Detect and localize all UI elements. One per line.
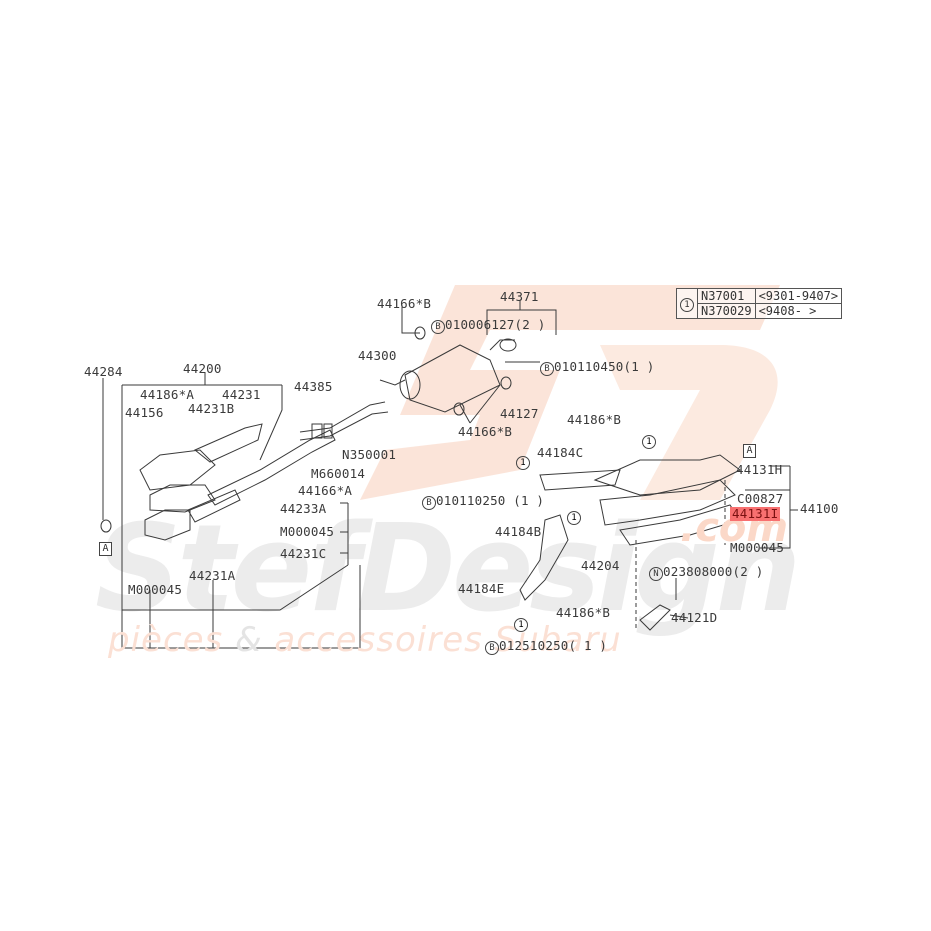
ref-box-a-left: A: [99, 542, 112, 556]
part-label-n350001[interactable]: N350001: [342, 447, 397, 462]
nut-n-icon: N: [649, 567, 663, 581]
bolt-b-icon: B: [540, 362, 554, 376]
notes-part: N370029: [697, 303, 756, 319]
part-label-44231b[interactable]: 44231B: [188, 401, 235, 416]
part-label-44127[interactable]: 44127: [500, 406, 539, 421]
watermark-slogan-left: pièces: [108, 620, 224, 660]
part-label-44233a[interactable]: 44233A: [280, 501, 327, 516]
part-label-44385[interactable]: 44385: [294, 379, 333, 394]
note-marker-1: 1: [514, 618, 528, 632]
notes-range: <9301-9407>: [754, 288, 843, 304]
part-label-44131i-highlighted[interactable]: 44131I: [730, 506, 781, 521]
watermark-slogan: pièces & accessoires Subaru: [108, 620, 622, 660]
part-label-m000045-left1[interactable]: M000045: [280, 524, 335, 539]
notes-row: N370029 <9408- >: [677, 303, 843, 319]
part-label-44204[interactable]: 44204: [581, 558, 620, 573]
notes-part: N37001: [697, 288, 756, 304]
bolt-b-icon: B: [485, 641, 499, 655]
part-label-m660014[interactable]: M660014: [311, 466, 366, 481]
part-label-44231[interactable]: 44231: [222, 387, 261, 402]
notes-row: 1 N37001 <9301-9407>: [676, 288, 843, 319]
part-label-44231c[interactable]: 44231C: [280, 546, 327, 561]
part-label-44100[interactable]: 44100: [800, 501, 839, 516]
ref-box-a-right: A: [743, 444, 756, 458]
part-label-m000045-left2[interactable]: M000045: [128, 582, 183, 597]
watermark-slogan-amp: &: [235, 620, 263, 660]
part-label-m000045-right[interactable]: M000045: [730, 540, 785, 555]
part-label-44184e[interactable]: 44184E: [458, 581, 505, 596]
part-label-44166b-top[interactable]: 44166*B: [377, 296, 432, 311]
part-label-44186b-bottom[interactable]: 44186*B: [556, 605, 611, 620]
part-label-44231a[interactable]: 44231A: [189, 568, 236, 583]
applicability-notes-table: 1 N37001 <9301-9407> N370029 <9408- >: [676, 288, 843, 319]
part-label-44156[interactable]: 44156: [125, 405, 164, 420]
notes-range: <9408- >: [754, 303, 843, 319]
bolt-b-icon: B: [431, 320, 445, 334]
note-marker-1: 1: [567, 511, 581, 525]
part-label-44166b-mid[interactable]: 44166*B: [458, 424, 513, 439]
part-label-44200[interactable]: 44200: [183, 361, 222, 376]
part-label-44121d[interactable]: 44121D: [671, 610, 718, 625]
part-label-c00827[interactable]: C00827: [737, 491, 784, 506]
part-label-44166a[interactable]: 44166*A: [298, 483, 353, 498]
watermark-slogan-right: accessoires Subaru: [274, 620, 622, 660]
part-label-44371[interactable]: 44371: [500, 289, 539, 304]
note-marker-1: 1: [516, 456, 530, 470]
part-label-44184b[interactable]: 44184B: [495, 524, 542, 539]
part-label-44184c[interactable]: 44184C: [537, 445, 584, 460]
part-label-44300[interactable]: 44300: [358, 348, 397, 363]
part-label-44284[interactable]: 44284: [84, 364, 123, 379]
bolt-b-icon: B: [422, 496, 436, 510]
part-label-44186b-top[interactable]: 44186*B: [567, 412, 622, 427]
part-label-44186a[interactable]: 44186*A: [140, 387, 195, 402]
watermark-logo: [360, 285, 780, 500]
part-label-44131h[interactable]: 44131H: [736, 462, 783, 477]
note-marker-1: 1: [642, 435, 656, 449]
notes-marker: 1: [676, 288, 698, 319]
